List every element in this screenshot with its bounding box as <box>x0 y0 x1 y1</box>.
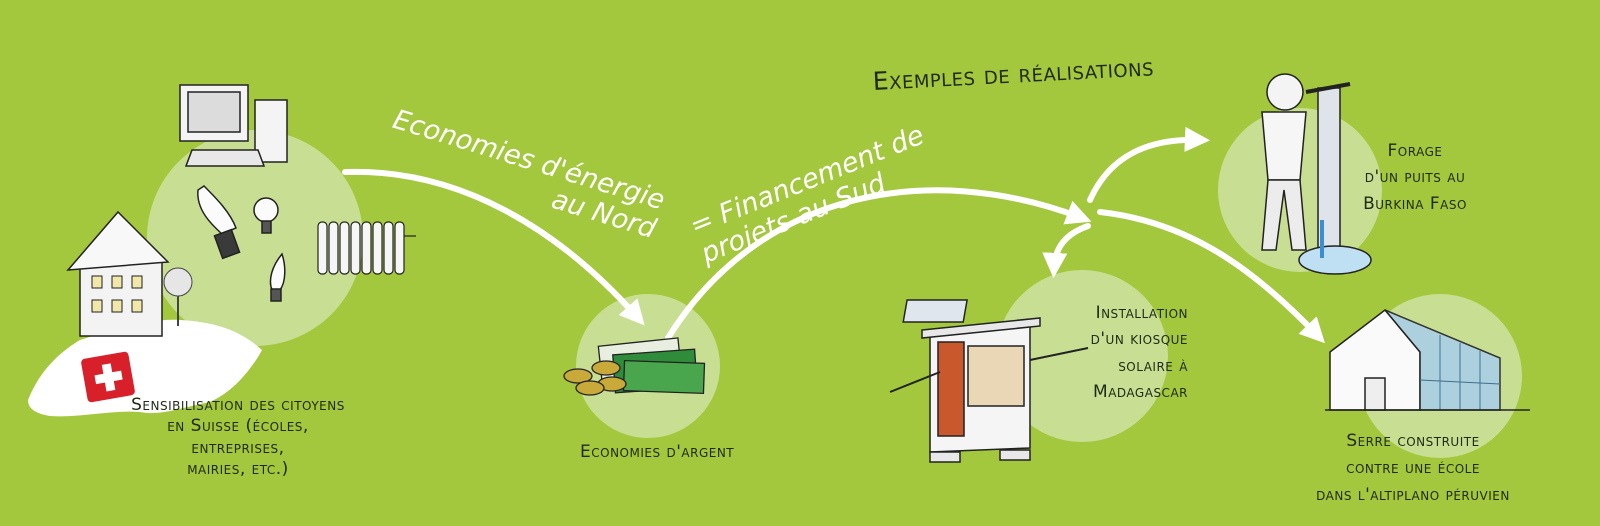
solar-kiosk-icon <box>889 299 1089 463</box>
arrow-to-kiosk <box>1042 223 1091 279</box>
citizens-label: Sensibilisation des citoyens en Suisse (… <box>131 395 345 479</box>
computer-icon <box>179 84 288 167</box>
arrow-to-well <box>1087 126 1211 203</box>
swiss-flag-icon <box>81 351 135 403</box>
water-pump-icon <box>1261 73 1372 275</box>
flow-arrows <box>342 126 1325 344</box>
radiator-icon <box>317 221 416 275</box>
greenhouse-label: Serre construite contre une école dans l… <box>1316 431 1510 506</box>
arrow-savings-to-south <box>665 187 1092 341</box>
swiss-house-illustration <box>28 210 262 417</box>
kiosk-circle <box>996 270 1168 442</box>
greenhouse-icon <box>1325 308 1530 411</box>
house-icon <box>66 210 193 337</box>
coins-icon <box>563 360 627 396</box>
savings-label: Economies d'argent <box>580 442 735 462</box>
arrow-to-greenhouse <box>1097 209 1325 344</box>
arrow-citizens-to-savings <box>342 168 645 326</box>
well-label: Forage d'un puits au Burkina Faso <box>1363 141 1467 214</box>
lightbulb-icon <box>197 185 286 302</box>
citizens-circle <box>147 130 363 346</box>
kiosk-label: Installation d'un kiosque solaire à Mada… <box>1090 303 1188 403</box>
money-illustration <box>563 337 706 396</box>
